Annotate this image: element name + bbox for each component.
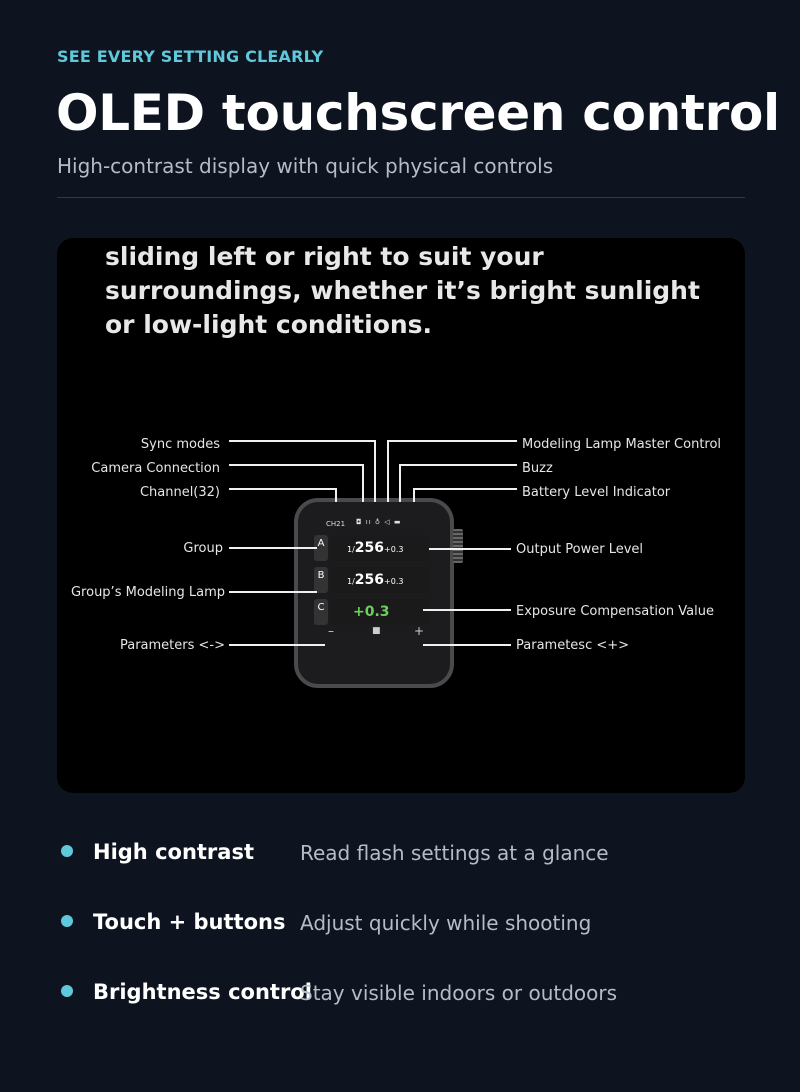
leader-line <box>413 488 415 502</box>
group-letter: A <box>314 535 328 561</box>
group-row-c[interactable]: C +0.3 <box>314 599 429 625</box>
bullet-dot-icon <box>61 915 73 927</box>
callout-sync-modes: Sync modes <box>140 437 220 452</box>
status-icons: ◘ ıı ♁ ◁ ▬ <box>356 518 402 526</box>
feature-description: Adjust quickly while shooting <box>300 911 592 935</box>
leader-line <box>387 440 517 442</box>
leader-line <box>229 547 317 549</box>
leader-line <box>335 488 337 502</box>
callout-buzz: Buzz <box>522 461 553 476</box>
leader-line <box>374 440 376 502</box>
leader-line <box>399 464 517 466</box>
leader-line <box>229 591 317 593</box>
group-power-comp: +0.3 <box>384 577 404 586</box>
lamp-icon: ♁ <box>374 518 382 526</box>
callout-parameters-minus: Parameters <-> <box>119 638 225 653</box>
callout-exposure: Exposure Compensation Value <box>516 604 714 619</box>
feature-item: High contrast Read flash settings at a g… <box>57 840 757 870</box>
leader-line <box>423 644 511 646</box>
center-button[interactable]: ■ <box>372 626 381 636</box>
callout-channel: Channel(32) <box>139 485 220 500</box>
callout-output-power: Output Power Level <box>516 542 644 557</box>
feature-title: High contrast <box>93 840 254 864</box>
callout-parameters-plus: Parametesc <+> <box>516 638 630 653</box>
product-image-panel: sliding left or right to suit your surro… <box>57 238 745 793</box>
leader-line <box>229 464 362 466</box>
camera-icon: ◘ <box>356 518 363 526</box>
divider <box>57 197 745 198</box>
device-dial <box>453 529 463 563</box>
eyebrow: SEE EVERY SETTING CLEARLY <box>57 47 324 66</box>
leader-line <box>413 488 517 490</box>
callout-group: Group <box>183 541 223 556</box>
leader-line <box>229 488 335 490</box>
plus-button[interactable]: + <box>414 624 425 638</box>
leader-line <box>229 644 325 646</box>
group-power-value: 256 <box>354 540 385 556</box>
leader-line <box>229 440 374 442</box>
group-letter: C <box>314 599 328 625</box>
device-screen: CH21 ◘ ıı ♁ ◁ ▬ A 1/256+0.3 B 1/256+0.3 … <box>314 514 434 644</box>
callout-camera-connection: Camera Connection <box>91 461 220 476</box>
group-power-comp: +0.3 <box>384 545 404 554</box>
leader-line <box>387 440 389 502</box>
feature-description: Read flash settings at a glance <box>300 841 609 865</box>
feature-description: Stay visible indoors or outdoors <box>300 981 618 1005</box>
callout-group-modeling-lamp: Group’s Modeling Lamp <box>70 585 225 600</box>
group-power-fraction: 1/ <box>347 577 355 586</box>
leader-line <box>423 609 511 611</box>
sync-icon: ıı <box>365 518 372 526</box>
group-letter: B <box>314 567 328 593</box>
exposure-value: +0.3 <box>353 604 390 620</box>
group-power-value: 256 <box>354 572 385 588</box>
channel-readout: CH21 <box>326 520 346 528</box>
leader-line <box>399 464 401 502</box>
group-row-a[interactable]: A 1/256+0.3 <box>314 535 429 561</box>
page-subtitle: High-contrast display with quick physica… <box>57 154 554 178</box>
battery-icon: ▬ <box>393 518 402 526</box>
bullet-dot-icon <box>61 985 73 997</box>
callout-modeling-lamp-master: Modeling Lamp Master Control <box>522 437 722 452</box>
buzz-icon: ◁ <box>384 518 391 526</box>
panel-caption: sliding left or right to suit your surro… <box>105 242 700 339</box>
group-power-fraction: 1/ <box>347 545 355 554</box>
feature-title: Touch + buttons <box>93 910 286 934</box>
leader-line <box>362 464 364 502</box>
leader-line <box>429 548 511 550</box>
feature-item: Brightness control Stay visible indoors … <box>57 980 757 1010</box>
group-row-b[interactable]: B 1/256+0.3 <box>314 567 429 593</box>
page-title: OLED touchscreen control <box>56 84 780 142</box>
callout-battery: Battery Level Indicator <box>522 485 671 500</box>
feature-item: Touch + buttons Adjust quickly while sho… <box>57 910 757 940</box>
minus-button[interactable]: – <box>328 624 334 638</box>
feature-title: Brightness control <box>93 980 312 1004</box>
bullet-dot-icon <box>61 845 73 857</box>
